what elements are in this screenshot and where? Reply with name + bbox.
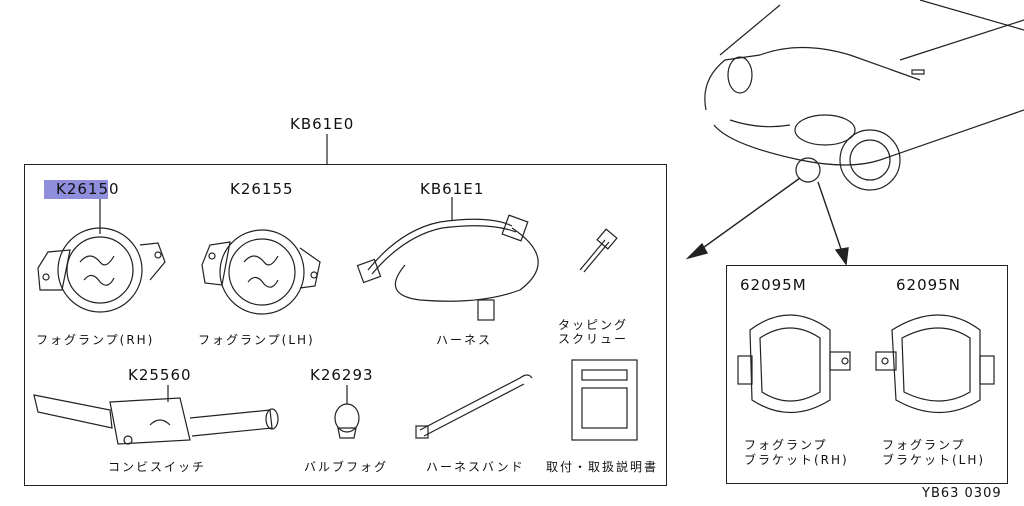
tapping-screw-drawing — [579, 228, 618, 273]
part-name-fog-lamp-rh: フォグランプ(RH) — [36, 333, 155, 347]
bracket-rh-drawing — [737, 314, 851, 414]
part-code-k26155[interactable]: K26155 — [230, 180, 294, 198]
combi-switch-drawing — [33, 385, 279, 445]
manual-drawing — [571, 359, 638, 441]
part-name-tapping-screw-line1: タッピング — [558, 318, 629, 332]
part-code-k25560[interactable]: K25560 — [128, 366, 192, 384]
part-name-harness: ハーネス — [436, 333, 493, 347]
part-name-harness-band: ハーネスバンド — [426, 460, 525, 474]
harness-drawing — [356, 197, 539, 321]
bracket-rh-name-line1: フォグランプ — [744, 438, 828, 452]
part-code-k26150[interactable]: K26150 — [56, 180, 120, 198]
part-name-fog-lamp-lh: フォグランプ(LH) — [198, 333, 315, 347]
bulb-drawing — [334, 385, 360, 439]
part-highlight — [44, 180, 108, 199]
bracket-code-62095m[interactable]: 62095M — [740, 276, 807, 294]
assembly-code[interactable]: KB61E0 — [290, 115, 355, 133]
bracket-lh-drawing — [875, 314, 995, 414]
bracket-box — [726, 265, 1008, 484]
part-name-manual: 取付・取扱説明書 — [546, 460, 659, 474]
bracket-rh-name-line2: ブラケット(RH) — [744, 453, 849, 467]
arrow-to-kit — [699, 177, 801, 251]
bracket-lh-name-line1: フォグランプ — [882, 438, 966, 452]
arrow-to-brackets — [817, 181, 843, 253]
bracket-lh-name-line2: ブラケット(LH) — [882, 453, 986, 467]
arrow-head-kit — [685, 242, 709, 260]
part-name-bulb-fog: バルブフォグ — [304, 460, 389, 474]
part-name-tapping-screw-line2: スクリュー — [558, 332, 629, 346]
bracket-code-62095n[interactable]: 62095N — [896, 276, 961, 294]
part-name-combi-switch: コンビスイッチ — [108, 460, 207, 474]
part-code-k26293[interactable]: K26293 — [310, 366, 374, 384]
fog-lamp-lh-drawing — [201, 229, 321, 315]
parts-kit-box — [24, 164, 667, 486]
fog-lamp-rh-drawing — [37, 227, 166, 313]
arrow-head-brackets — [834, 247, 849, 266]
car-drawing — [704, 0, 1024, 191]
figure-id: YB63 0309 — [922, 486, 1002, 501]
harness-band-drawing — [415, 374, 533, 439]
part-code-kb61e1[interactable]: KB61E1 — [420, 180, 485, 198]
